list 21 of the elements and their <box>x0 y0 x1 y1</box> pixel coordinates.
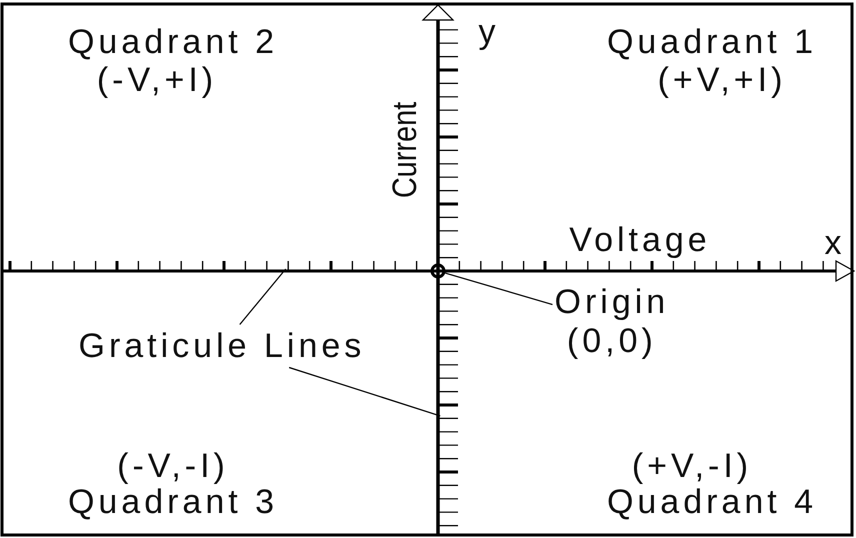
leader-line <box>445 272 553 306</box>
callout-text: Origin <box>554 283 670 322</box>
graticule-tick <box>438 418 458 420</box>
callout-text: (0,0) <box>566 322 657 362</box>
coordinate-sign-label: (+V,-I) <box>632 449 752 483</box>
quadrant-label: Quadrant 1 <box>606 25 818 59</box>
axis-title: Voltage <box>569 223 711 257</box>
coordinate-sign-label: (-V,+I) <box>96 63 218 97</box>
graticule-tick <box>288 261 289 271</box>
coordinate-sign-label: (-V,-I) <box>117 449 229 483</box>
callout-text: Graticule Lines <box>78 326 366 366</box>
coordinate-sign-label: (+V,+I) <box>658 63 786 97</box>
leader-line <box>288 366 440 416</box>
quadrant-label: Quadrant 4 <box>606 485 818 519</box>
quadrant-label: Quadrant 3 <box>68 485 278 519</box>
axis-title: Current <box>388 102 422 198</box>
quadrant-label: Quadrant 2 <box>68 25 278 59</box>
leader-line <box>239 268 286 325</box>
axis-letter: x <box>824 226 846 260</box>
axis-letter: y <box>478 15 500 49</box>
origin-marker <box>430 264 446 278</box>
